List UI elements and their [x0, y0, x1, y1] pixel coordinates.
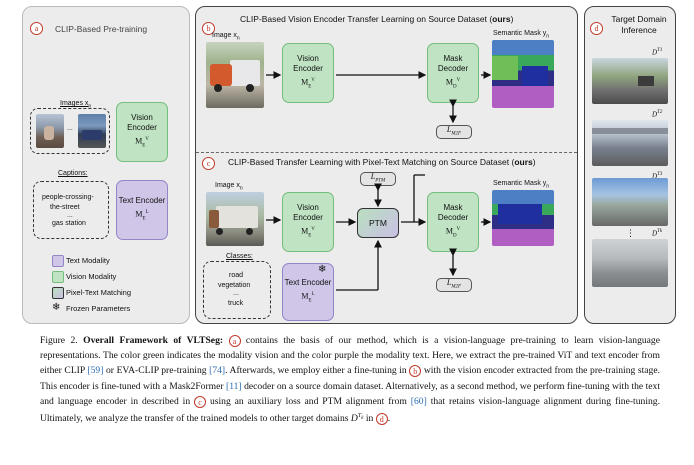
panel-divider — [196, 152, 577, 153]
classes-label: Classes: — [226, 253, 253, 260]
domain-ellipsis: ⋮ — [626, 228, 635, 238]
legend-vision-label: Vision Modality — [66, 272, 117, 281]
pretrain-vision-encoder: Vision Encoder MEV — [116, 102, 168, 162]
caption-line-3: ... — [67, 212, 73, 219]
class-truck: truck — [228, 300, 244, 307]
legend-vision-swatch — [52, 271, 64, 283]
panel-a — [22, 6, 190, 324]
panel-d-badge: d — [590, 22, 603, 35]
images-label: Images xn — [60, 100, 92, 110]
target-image-k — [592, 239, 668, 287]
captions-group — [33, 181, 109, 239]
panel-c-badge: c — [202, 157, 215, 170]
pretrain-text-encoder: Text Encoder MEL — [116, 180, 168, 240]
c-text-encoder: Text Encoder MEL — [282, 263, 334, 321]
caption-line-4: gas station — [52, 220, 86, 227]
panel-b-title: CLIP-Based Vision Encoder Transfer Learn… — [240, 14, 514, 24]
c-vision-encoder: Vision Encoder MEV — [282, 192, 334, 252]
captions-label: Captions: — [58, 170, 88, 177]
domain-label-1: DT1 — [652, 48, 663, 57]
images-group — [30, 108, 110, 154]
caption-badge-d: d — [375, 413, 388, 425]
b-vision-encoder: Vision Encoder MEV — [282, 43, 334, 103]
panel-b-badge: b — [202, 22, 215, 35]
legend-text-swatch — [52, 255, 64, 267]
b-source-image — [206, 42, 264, 108]
c-mask-decoder: Mask Decoder MDV — [427, 192, 479, 252]
b-image-label: Image xn — [212, 32, 240, 42]
caption-badge-c: c — [194, 395, 207, 408]
class-dots: ... — [233, 290, 239, 297]
legend-ptm-swatch — [52, 287, 64, 299]
caption-line-2: the-street — [50, 204, 80, 211]
domain-label-2: DT2 — [652, 110, 663, 119]
legend-text-label: Text Modality — [66, 256, 110, 265]
figure-caption: Figure 2. Overall Framework of VLTSeg: a… — [40, 334, 660, 425]
domain-label-3: DT3 — [652, 172, 663, 181]
c-semantic-mask-label: Semantic Mask yn — [493, 180, 550, 190]
classes-group — [203, 261, 271, 319]
panel-c-title: CLIP-Based Transfer Learning with Pixel-… — [228, 157, 536, 167]
c-source-image — [206, 192, 264, 246]
frozen-snowflake-icon: ❄ — [318, 264, 327, 275]
caption-badge-a: a — [228, 334, 241, 347]
class-vegetation: vegetation — [218, 282, 251, 289]
b-semantic-mask — [492, 40, 554, 108]
b-semantic-mask-label: Semantic Mask yn — [493, 30, 550, 40]
target-image-2 — [592, 120, 668, 166]
pretrain-image-2 — [78, 114, 106, 148]
panel-d-title: Target Domain Inference — [611, 14, 667, 35]
snowflake-icon: ❄ — [52, 302, 61, 313]
target-image-1 — [592, 58, 668, 104]
images-dots: ... — [67, 125, 73, 132]
target-image-3 — [592, 178, 668, 226]
panel-a-title: CLIP-Based Pre-training — [55, 24, 148, 34]
panel-a-badge: a — [30, 22, 43, 35]
legend-frozen-label: Frozen Parameters — [66, 304, 131, 313]
pretrain-image-1 — [36, 114, 64, 148]
domain-label-k: DTk — [652, 229, 663, 238]
c-image-label: Image xn — [215, 182, 243, 192]
legend-ptm-label: Pixel-Text Matching — [66, 288, 132, 297]
c-m2f-loss: LM2F — [436, 278, 472, 292]
b-m2f-loss: LM2F — [436, 125, 472, 139]
c-semantic-mask — [492, 190, 554, 246]
caption-line-1: people-crossing- — [42, 194, 94, 201]
ptm-block: PTM — [357, 208, 399, 238]
class-road: road — [229, 272, 244, 279]
caption-badge-b: b — [409, 365, 422, 378]
